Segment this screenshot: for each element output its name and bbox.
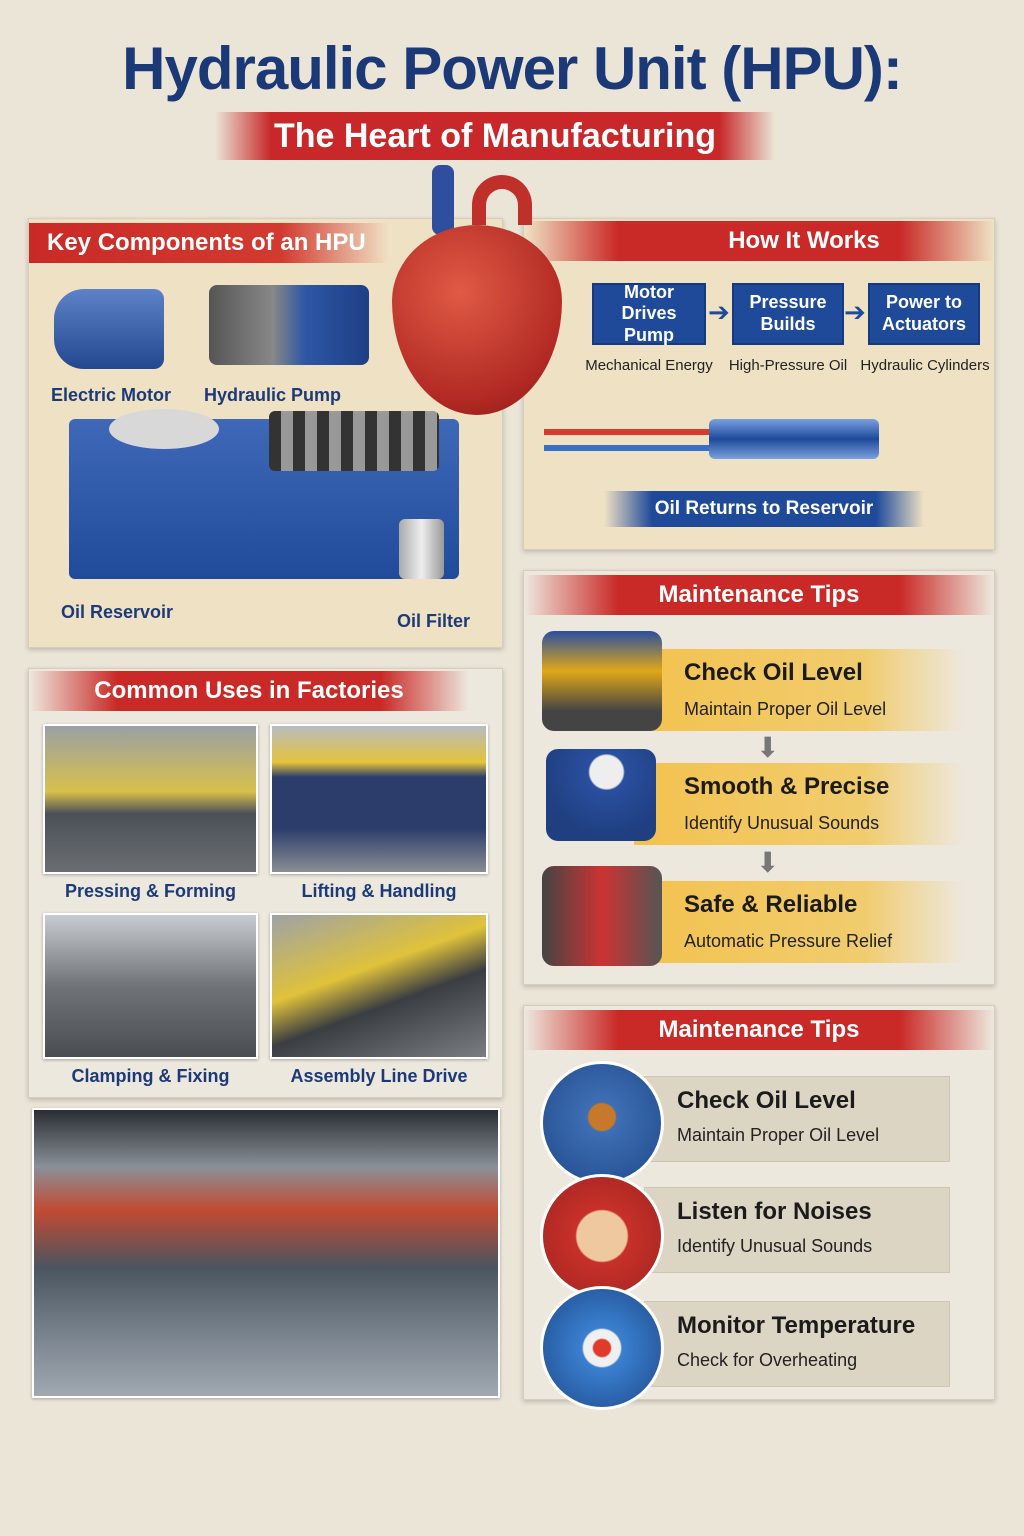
- flow-sub-pressure: High-Pressure Oil: [728, 357, 848, 374]
- hydraulic-pump-illustration: [209, 285, 369, 365]
- assembly-photo: [270, 913, 488, 1059]
- tip-subtitle: Maintain Proper Oil Level: [677, 1125, 880, 1145]
- tip-subtitle: Identify Unusual Sounds: [684, 813, 880, 833]
- tip-title: Monitor Temperature: [677, 1312, 916, 1339]
- flow-sub-mechanical: Mechanical Energy: [585, 357, 713, 374]
- headphones-worker-icon: [540, 1174, 664, 1298]
- tip-subtitle: Maintain Proper Oil Level: [684, 699, 887, 719]
- tip-check-oil-2: Check Oil Level Maintain Proper Oil Leve…: [644, 1076, 950, 1162]
- oil-return-banner: Oil Returns to Reservoir: [604, 491, 924, 527]
- uses-panel: Common Uses in Factories Pressing & Form…: [28, 668, 503, 1098]
- relief-valve-icon: [542, 866, 662, 966]
- aorta-icon: [472, 175, 532, 225]
- electric-motor-illustration: [54, 289, 164, 369]
- maintenance-tips-panel-2: Maintenance Tips Check Oil Level Maintai…: [523, 1005, 995, 1410]
- arrow-right-icon: ➔: [708, 297, 730, 327]
- page-title: Hydraulic Power Unit (HPU):: [122, 35, 903, 102]
- heart-illustration: [392, 165, 572, 415]
- tips1-header: Maintenance Tips: [524, 575, 994, 615]
- components-header: Key Components of an HPU: [29, 223, 389, 263]
- flow-step-pressure: Pressure Builds: [732, 283, 844, 345]
- valve-block-icon: [269, 411, 439, 471]
- pressing-photo: [43, 724, 258, 874]
- subtitle-banner: The Heart of Manufacturing: [215, 112, 775, 160]
- tip-subtitle: Identify Unusual Sounds: [677, 1236, 873, 1256]
- lifting-photo: [270, 724, 488, 874]
- arrow-down-icon: ⬇: [756, 732, 780, 763]
- hydraulic-cylinder-illustration: [709, 419, 879, 459]
- hydraulic-pump-label: Hydraulic Pump: [204, 385, 342, 405]
- maintenance-tips-panel-1: Maintenance Tips Check Oil Level Maintai…: [523, 570, 995, 985]
- pressure-line: [544, 429, 709, 435]
- tip-title: Check Oil Level: [684, 659, 863, 686]
- arrow-right-icon: ➔: [844, 297, 866, 327]
- return-line: [544, 445, 709, 451]
- oil-filter-label: Oil Filter: [397, 611, 471, 631]
- tip-title: Smooth & Precise: [684, 773, 890, 800]
- oil-gauge-icon: [542, 631, 662, 731]
- electric-motor-label: Electric Motor: [51, 385, 172, 405]
- tip-title: Listen for Noises: [677, 1198, 872, 1225]
- how-it-works-panel: How It Works Motor Drives Pump ➔ Pressur…: [523, 218, 995, 550]
- flow-step-motor: Motor Drives Pump: [592, 282, 706, 345]
- thermometer-icon: [540, 1286, 664, 1410]
- flow-sub-cylinders: Hydraulic Cylinders: [860, 357, 990, 374]
- tips2-header: Maintenance Tips: [524, 1010, 994, 1050]
- lifting-label: Lifting & Handling: [301, 881, 457, 901]
- tip-smooth-precise: Smooth & Precise Identify Unusual Sounds: [634, 763, 964, 845]
- uses-header: Common Uses in Factories: [29, 671, 469, 711]
- pressure-gauge-icon: [546, 749, 656, 841]
- assembly-label: Assembly Line Drive: [290, 1066, 468, 1086]
- oil-reservoir-label: Oil Reservoir: [61, 602, 174, 622]
- oil-can-icon: [540, 1061, 664, 1185]
- tip-subtitle: Check for Overheating: [677, 1350, 858, 1370]
- tip-title: Safe & Reliable: [684, 891, 858, 918]
- pressing-label: Pressing & Forming: [64, 881, 237, 901]
- clamping-label: Clamping & Fixing: [71, 1066, 230, 1086]
- heart-icon: [392, 225, 562, 415]
- tip-subtitle: Automatic Pressure Relief: [684, 931, 893, 951]
- tip-safe-reliable: Safe & Reliable Automatic Pressure Relie…: [634, 881, 964, 963]
- tip-monitor-temperature: Monitor Temperature Check for Overheatin…: [644, 1301, 950, 1387]
- how-header: How It Works: [524, 221, 994, 261]
- tip-listen-noises: Listen for Noises Identify Unusual Sound…: [644, 1187, 950, 1273]
- clamping-photo: [43, 913, 258, 1059]
- factory-floor-photo: [32, 1108, 500, 1398]
- tip-title: Check Oil Level: [677, 1087, 856, 1114]
- vein-icon: [432, 165, 454, 235]
- tip-check-oil: Check Oil Level Maintain Proper Oil Leve…: [634, 649, 964, 731]
- flow-step-actuators: Power to Actuators: [868, 283, 980, 345]
- oil-filter-illustration: [399, 519, 444, 579]
- arrow-down-icon: ⬇: [756, 847, 780, 878]
- reservoir-cap-icon: [109, 409, 219, 449]
